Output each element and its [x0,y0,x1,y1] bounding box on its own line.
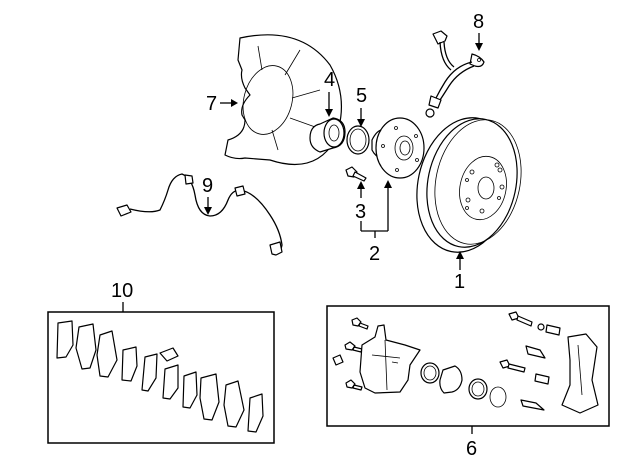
callout-label-5: 5 [356,85,367,107]
callout-9: 9 [202,175,213,215]
callout-1: 1 [454,251,465,293]
callout-label-3: 3 [355,201,366,223]
part-brake-pad-set[interactable] [47,311,275,444]
callout-6: 6 [466,426,477,460]
callout-7: 7 [206,93,238,115]
callout-label-6: 6 [466,438,477,460]
part-hub-assembly[interactable] [371,117,425,179]
callout-label-2: 2 [369,243,380,265]
part-abs-sensor[interactable] [116,173,283,256]
callout-8: 8 [473,11,484,51]
callout-label-4: 4 [324,69,335,91]
callout-label-7: 7 [206,93,217,115]
callout-label-10: 10 [111,280,133,302]
callout-5: 5 [356,85,367,127]
part-wheel-bearing[interactable] [309,117,346,153]
callout-label-8: 8 [473,11,484,33]
callout-label-1: 1 [454,271,465,293]
callout-3-2: 3 2 [355,180,392,265]
part-hub-bolt[interactable] [345,166,367,182]
callout-4: 4 [324,69,335,117]
callout-label-9: 9 [202,175,213,197]
part-brake-hose[interactable] [425,30,485,118]
part-disc-rotor[interactable] [405,109,532,262]
part-snap-ring[interactable] [346,125,370,155]
callout-10: 10 [111,280,133,312]
part-caliper-assembly-kit[interactable] [326,305,610,427]
